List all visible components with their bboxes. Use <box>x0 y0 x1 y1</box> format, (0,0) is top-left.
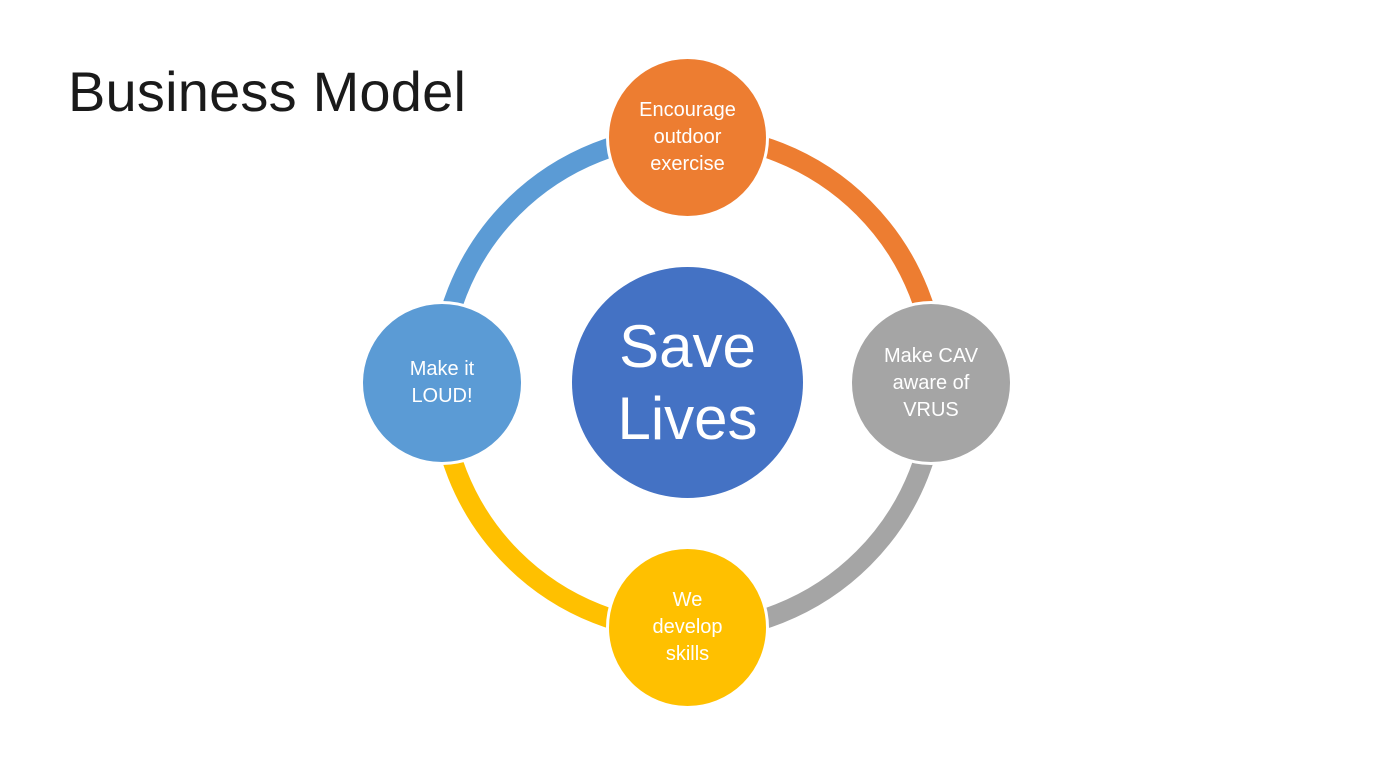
cycle-node-label: Make it LOUD! <box>409 358 475 407</box>
slide-title: Business Model <box>68 60 467 123</box>
cycle-node-develop-skills: We develop skills <box>606 546 769 709</box>
cycle-node-encourage-outdoor-exercise: Encourage outdoor exercise <box>606 56 769 219</box>
cycle-node-make-cav-aware: Make CAV aware of VRUS <box>849 301 1013 465</box>
center-node-label: Save Lives <box>617 312 758 452</box>
center-node-save-lives: Save Lives <box>572 267 803 498</box>
cycle-node-label: Make CAV aware of VRUS <box>883 344 979 421</box>
cycle-node-make-it-loud: Make it LOUD! <box>360 301 524 465</box>
cycle-node-label: We develop skills <box>652 589 723 665</box>
cycle-node-label: Encourage outdoor exercise <box>639 99 736 175</box>
